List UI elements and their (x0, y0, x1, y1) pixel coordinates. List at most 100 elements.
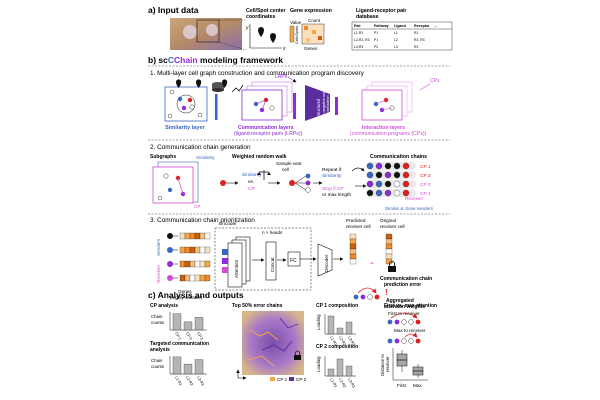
gene-row-cell-dot (167, 261, 173, 267)
similarity-bar (215, 94, 218, 120)
boxplot-first (396, 350, 408, 372)
top50-label: Top 50% error chains (232, 303, 283, 309)
error-chain-tissue-map (242, 311, 304, 375)
interaction-layers-stack (361, 81, 413, 121)
subgraph-nodes (157, 173, 186, 201)
bar (336, 358, 344, 377)
chain-node (366, 171, 374, 179)
db-header-cell: Pathway (374, 24, 389, 28)
chain-node (384, 171, 392, 179)
similarity-layer-label: Similarity layer (165, 125, 206, 131)
bar-tick-label: CP 3 (196, 332, 204, 341)
database-icon-body (212, 84, 224, 90)
first-to-receiver-label: First to receiver (388, 311, 420, 316)
genes-hv-1: Genes (178, 289, 192, 294)
bar-tick-label: L2-R2 (185, 376, 194, 387)
cp1-comp-label: CP 1 composition (316, 303, 358, 309)
chain-node (402, 180, 410, 188)
legend-cp2-swatch (289, 377, 294, 381)
comm-layers-label-2: (ligand-receptor pairs (LRPs)) (234, 131, 303, 137)
concat-label: Concat (270, 257, 275, 272)
bar-tick-label: L1-R1 (329, 378, 338, 389)
boxplot-max (412, 364, 424, 378)
bar (327, 368, 335, 377)
stop-label-2: or max length (322, 192, 351, 198)
predicted-cell (349, 243, 357, 250)
original-label-1: Original (380, 218, 396, 223)
weighted-walk-label: Weighted random walk (232, 154, 287, 160)
coords-x-label: x (282, 46, 286, 52)
gene-cell (194, 260, 201, 268)
chain-counts-2b: counts (151, 364, 165, 369)
targeted-label-1: Targeted communication (150, 341, 209, 347)
gene-cell (204, 274, 211, 282)
section-b-title-suffix: modeling framework (198, 55, 284, 65)
predicted-cell (349, 233, 357, 240)
comm-chains-label: Communication chains (370, 154, 427, 160)
legend-cp1: CP 1 (277, 377, 288, 382)
subgraph-similarity-tag: Similarity (196, 155, 215, 160)
chain-node (384, 189, 392, 197)
db-cell: L3 (394, 45, 398, 49)
interaction-layers-label-1: Interaction layers (362, 125, 405, 131)
predicted-cell (349, 248, 357, 255)
error-chain-overlay (247, 317, 299, 367)
chain-cp-label: CP 3 (420, 182, 431, 188)
exclamation-icon: ! (385, 288, 388, 297)
senders-label: Senders (156, 238, 161, 256)
attention-label: Attention (234, 259, 239, 278)
decoder-label: Decoder (324, 254, 329, 272)
gene-cell (179, 274, 186, 282)
bar-tick-label: L1-R1 (174, 376, 183, 387)
gene-cell (189, 274, 196, 282)
walk-start-node (220, 180, 226, 186)
comm-layers-label-1: Communication layers (238, 125, 294, 131)
bar-tick-label: L3-R3 (347, 336, 356, 347)
lock-icon (388, 261, 396, 272)
receiver-tag: Receiver (405, 196, 424, 201)
communication-chains: CP 1CP 2CP 3CP 4 (366, 162, 431, 197)
db-header-cell: Pair (354, 24, 361, 28)
distance-label-1: Distance to (380, 353, 385, 376)
sample-label-1: Sample next (276, 161, 302, 166)
agg-label-2: attention weights (384, 304, 425, 310)
gene-cell (189, 246, 196, 254)
gene-cell (194, 246, 201, 254)
bar (336, 327, 344, 335)
original-cell (385, 248, 393, 255)
bar (172, 356, 182, 375)
chain-node (393, 189, 401, 197)
sim-vs-1: Similarity (242, 172, 262, 178)
brand-c: C (168, 55, 174, 65)
chain-node (402, 162, 410, 170)
lr-db-label-2: database (356, 14, 379, 20)
db-cell: R3 (414, 45, 418, 49)
section-b-title: b) scCChain modeling framework (148, 55, 283, 65)
gene-cell (199, 260, 206, 268)
predicted-label-2: receiver cell (346, 224, 371, 229)
bar (172, 313, 182, 331)
lock-icon (294, 350, 301, 360)
sim-vs-2: vs. (248, 180, 254, 185)
gene-row-cell-dot (167, 275, 173, 281)
section-b: b) scCChain modeling framework 1. Multi-… (148, 55, 450, 310)
gene-cell (179, 232, 186, 240)
encoder-label: Encoder (219, 221, 237, 227)
gene-cell (204, 232, 211, 240)
chain-cp-label: CP 1 (420, 164, 431, 170)
loading-label-2: Loading (316, 356, 321, 372)
bar-tick-label: L3-R3 (347, 378, 356, 389)
prediction-columns (349, 233, 393, 265)
sample-node-cluster (289, 173, 311, 193)
value-colorbar (289, 25, 295, 43)
loading-label-1: Loading (316, 314, 321, 330)
chain-node (393, 180, 401, 188)
max-chain (387, 332, 421, 344)
bar-tick-label: L2-R2 (338, 336, 347, 347)
gene-cell (194, 232, 201, 240)
bar (194, 317, 204, 331)
gene-cell (189, 232, 196, 240)
coords-label-1: Cell/Spot center (246, 8, 286, 14)
gene-cell (179, 246, 186, 254)
